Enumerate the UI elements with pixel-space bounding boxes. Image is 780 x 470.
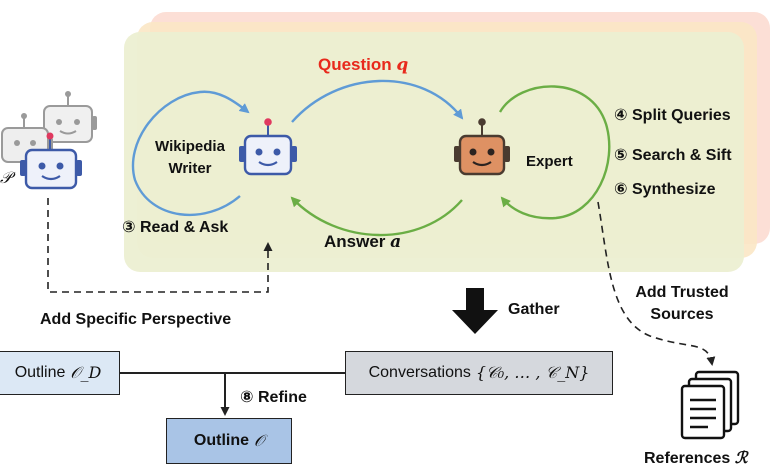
trusted-sources-dashed-arrow	[597, 201, 716, 366]
refine-label: ⑧ Refine	[240, 389, 307, 406]
outline-draft-box: Outline 𝒪_D	[0, 351, 120, 395]
gather-arrow	[452, 288, 498, 334]
writer-robot-icon	[239, 118, 297, 176]
add-specific-perspective-label: Add Specific Perspective	[40, 311, 232, 328]
question-arrow	[291, 79, 464, 123]
writer-loop-arrow	[132, 90, 250, 216]
robot-blue-left-icon	[20, 132, 82, 190]
wikipedia-writer-label: Wikipedia Writer	[155, 138, 225, 177]
answer-arrow	[290, 196, 463, 237]
search-sift-label: ⑤ Search & Sift	[614, 147, 732, 164]
references-variable: ℛ	[734, 448, 748, 467]
question-label: Question q	[318, 55, 409, 75]
question-variable: q	[396, 55, 409, 75]
gather-label: Gather	[508, 301, 560, 318]
synthesize-label: ⑥ Synthesize	[614, 181, 716, 198]
add-trusted-sources-label: Add Trusted Sources	[635, 284, 729, 323]
conversations-box: Conversations {𝒞₀, … , 𝒞_N}	[345, 351, 613, 395]
references-documents-icon	[680, 370, 740, 440]
answer-variable: a	[390, 232, 402, 252]
robot-gray-back-icon	[43, 91, 97, 143]
read-ask-label: ③ Read & Ask	[122, 219, 229, 236]
answer-label: Answer a	[324, 232, 402, 252]
references-label: References ℛ	[644, 448, 748, 467]
panel-front-green	[124, 32, 744, 272]
split-queries-label: ④ Split Queries	[614, 107, 731, 124]
expert-robot-icon	[454, 118, 510, 176]
expert-label: Expert	[526, 153, 573, 170]
partial-left-symbol: 𝒫	[0, 168, 12, 187]
expert-loop-arrow	[498, 85, 611, 220]
perspective-dashed-arrow	[47, 198, 273, 293]
outline-final-box: Outline 𝒪	[166, 418, 292, 464]
